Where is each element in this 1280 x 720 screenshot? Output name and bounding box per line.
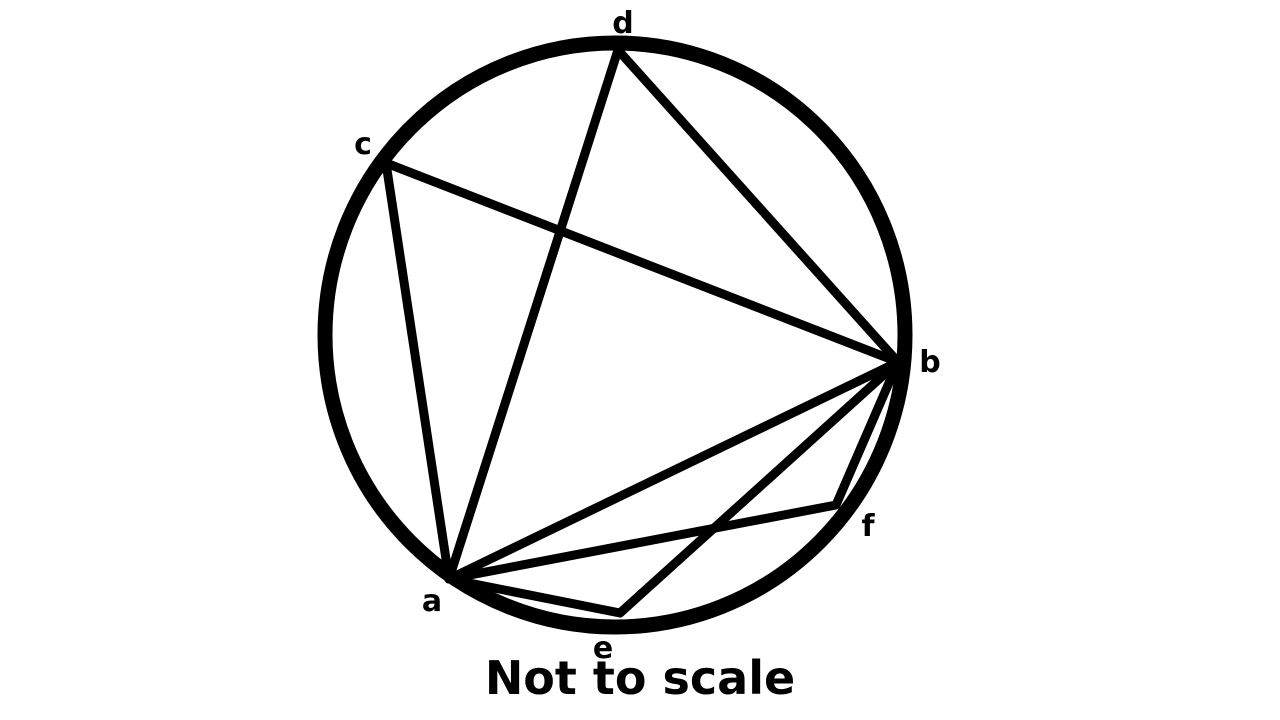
caption-not-to-scale: Not to scale [485,651,795,705]
point-label-e: e [593,631,613,666]
segment-fb [831,357,903,510]
point-label-d: d [612,6,633,41]
point-label-c: c [354,127,372,162]
segment-cb [381,158,903,367]
chords [381,45,903,618]
point-label-b: b [919,345,940,380]
point-label-a: a [422,584,442,619]
segment-ae [444,574,625,618]
segment-db [613,45,903,367]
segment-eb [615,357,903,618]
segment-af [444,500,841,584]
segment-ca [381,158,454,584]
circle [317,35,913,635]
segment-da [444,45,623,584]
point-label-f: f [861,509,875,544]
segment-ab [444,357,903,584]
